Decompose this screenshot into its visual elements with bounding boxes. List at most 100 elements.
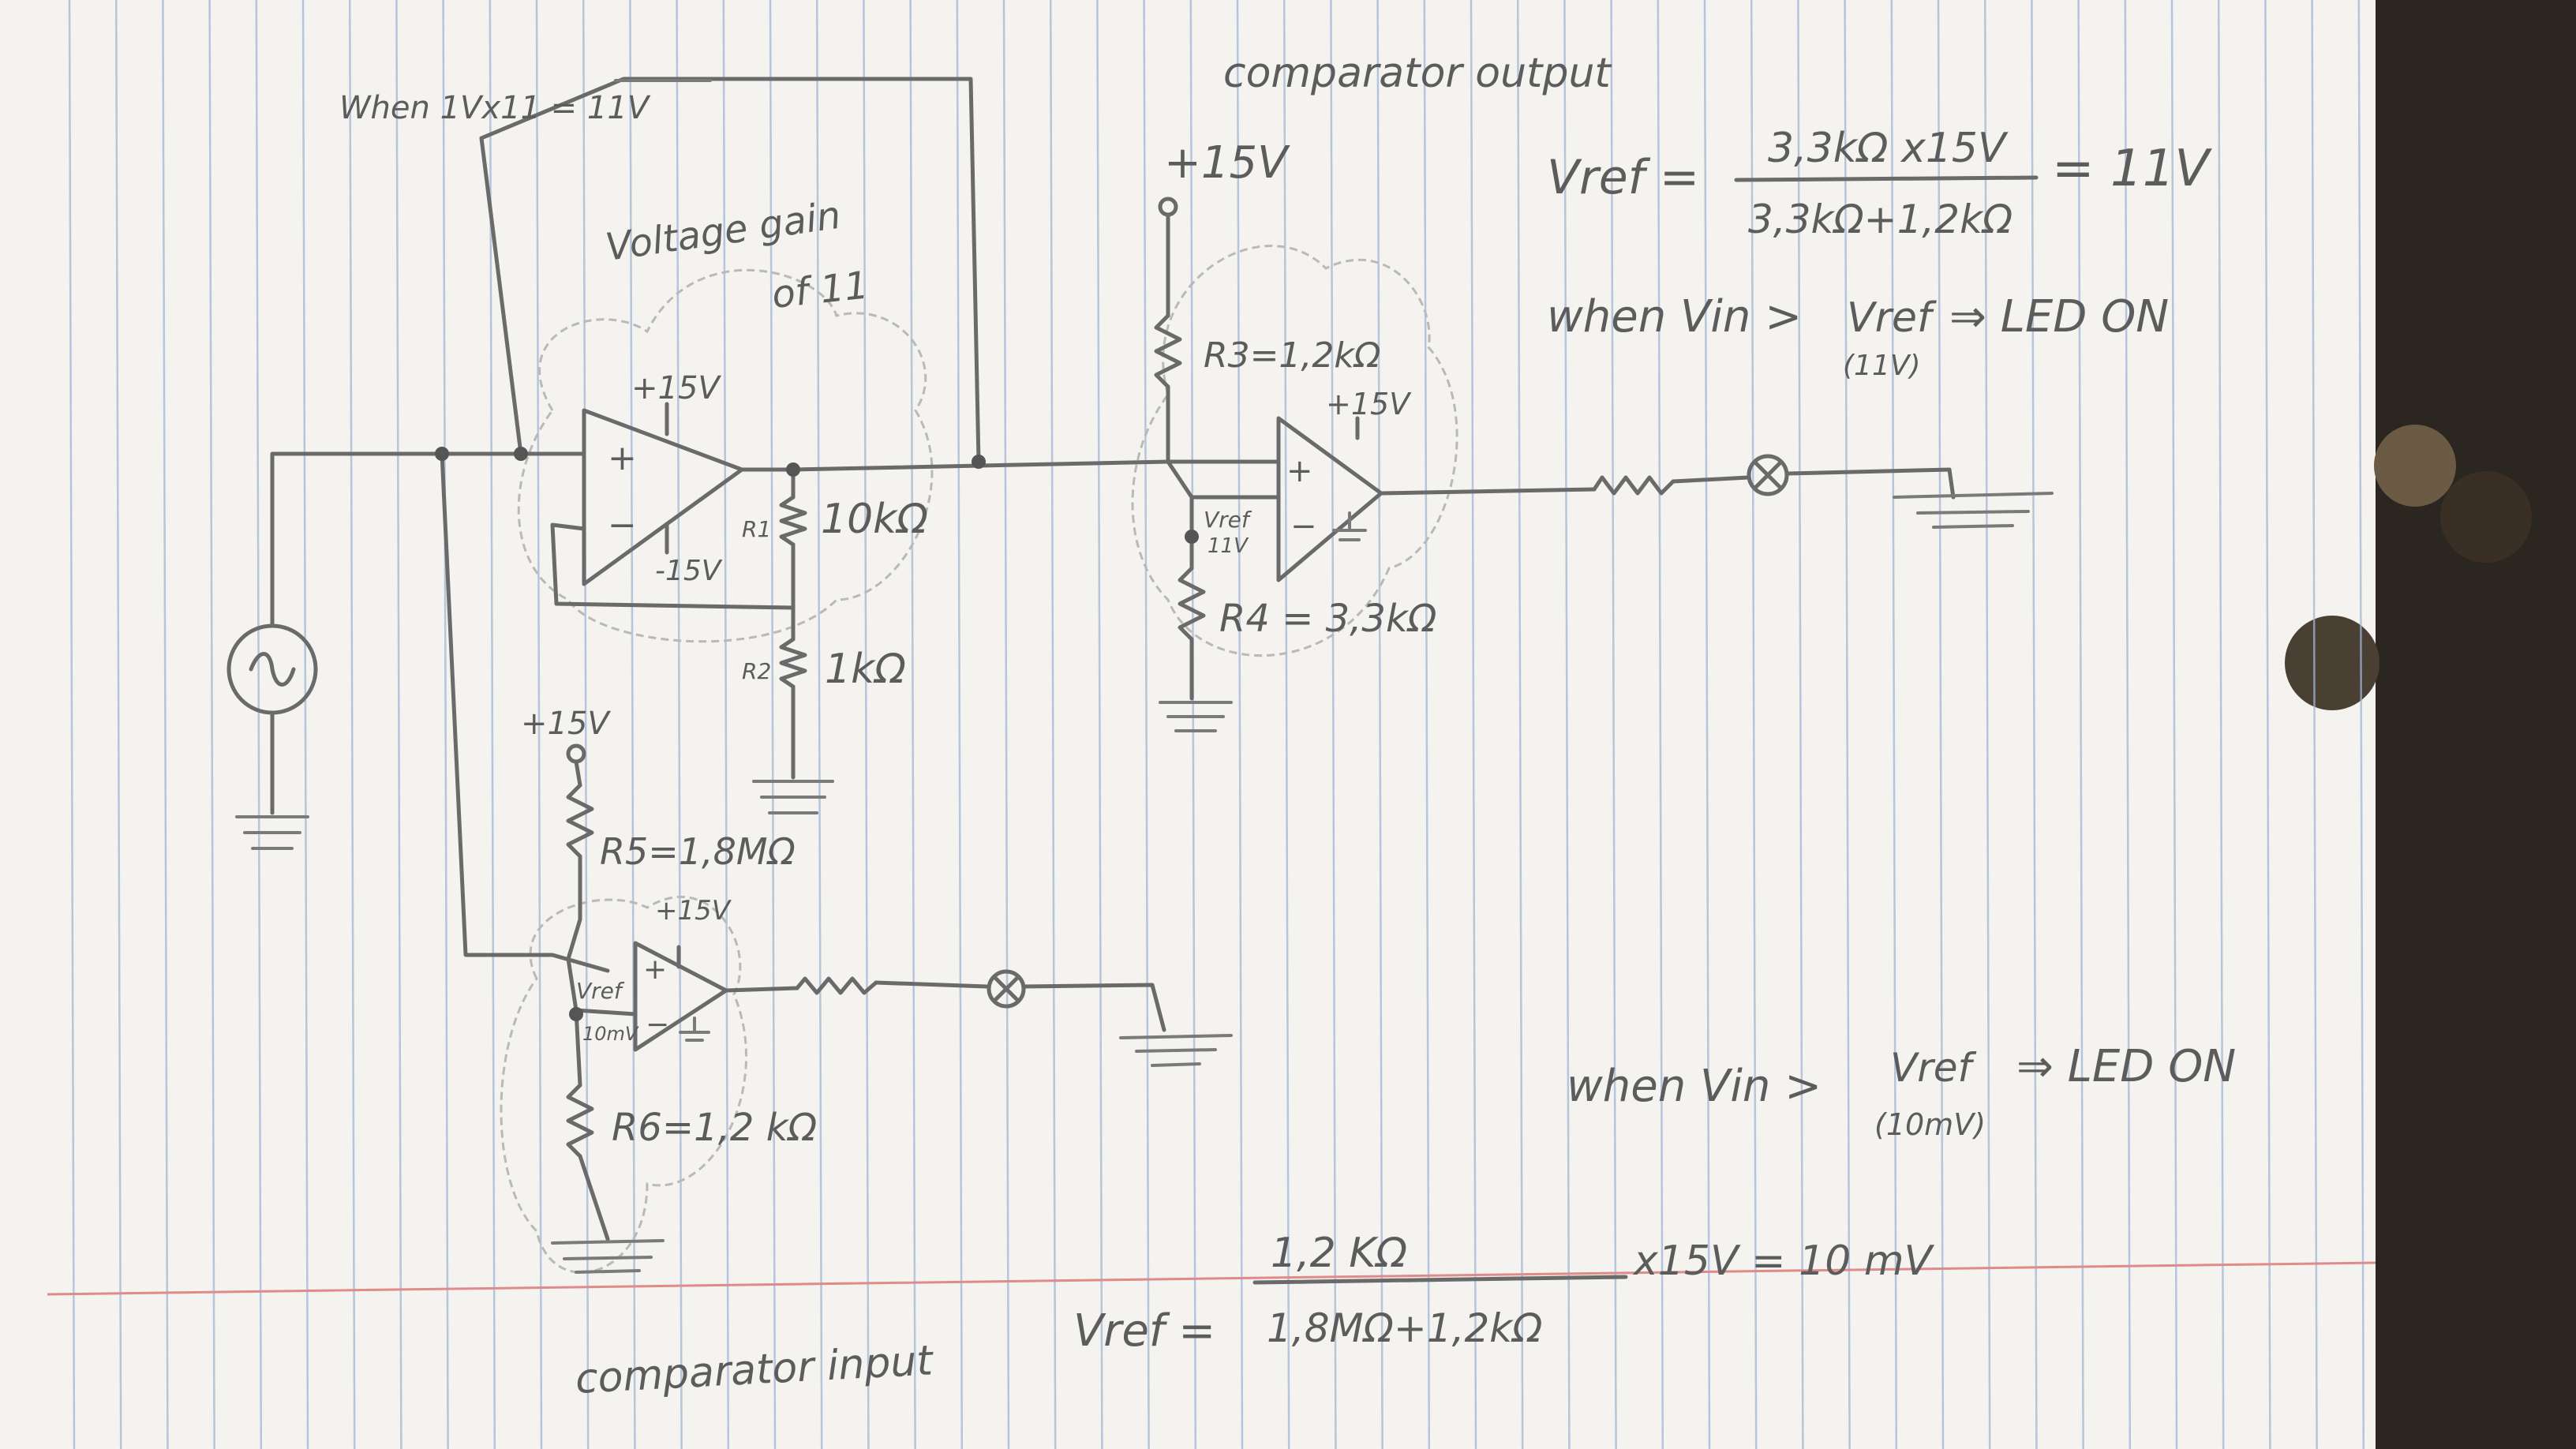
ruled-line — [676, 0, 683, 1449]
opamp2-vplus-label: +15V — [1326, 387, 1412, 421]
cond-out-suffix: ⇒ LED ON — [1949, 291, 2169, 343]
vref-in-numerator: 1,2 KΩ — [1271, 1230, 1407, 1277]
opamp1-minus-sign: − — [608, 505, 637, 545]
ruled-line — [1657, 0, 1664, 1449]
vref-out-numerator: 3,3kΩ x15V — [1768, 125, 2009, 172]
vref-in-denominator: 1,8MΩ+1,2kΩ — [1267, 1305, 1542, 1351]
opamp2-triangle — [1276, 416, 1383, 582]
vref-in-lhs: Vref = — [1073, 1305, 1215, 1357]
ruled-lines — [68, 0, 2365, 1449]
led-bottom-wire — [874, 980, 989, 989]
vref-out-denominator: 3,3kΩ+1,2kΩ — [1748, 197, 2012, 242]
ruled-line — [1797, 0, 1804, 1449]
ruled-line — [395, 0, 402, 1449]
cond-in-vref: Vref — [1890, 1045, 1977, 1091]
ruled-line — [1282, 0, 1290, 1449]
ruled-line — [114, 0, 122, 1449]
plus15-top-label: +15V — [1164, 137, 1290, 189]
ruled-line — [1703, 0, 1711, 1449]
ruled-line — [1189, 0, 1197, 1449]
vref-out-fraction-bar — [1734, 175, 2039, 182]
feedback-note: When 1Vx11 = 11V — [339, 90, 651, 126]
ruled-line — [1937, 0, 1945, 1449]
plus15-r5-label: +15V — [521, 706, 611, 742]
opamp3-vplus-label: +15V — [655, 895, 732, 927]
opamp3-minus-sign: − — [646, 1009, 669, 1041]
ground-r6 — [551, 1239, 665, 1274]
ruled-line — [582, 0, 590, 1449]
r2-tag: R2 — [742, 658, 771, 684]
ruled-line — [815, 0, 823, 1449]
r3-label: R3=1,2kΩ — [1204, 335, 1381, 376]
r2-resistor — [779, 637, 807, 689]
cond-in-suffix: ⇒ LED ON — [2016, 1041, 2236, 1092]
ruled-line — [208, 0, 215, 1449]
r5-label: R5=1,8MΩ — [600, 830, 796, 873]
led-resistor-bottom — [795, 976, 878, 995]
opamp3-plus-sign: + — [643, 953, 667, 986]
r4-label: R4 = 3,3kΩ — [1219, 597, 1437, 641]
opamp2-ground — [1332, 511, 1367, 541]
junction-input — [435, 447, 449, 461]
r6-ground-wire — [578, 1154, 610, 1241]
vref-mid-label: Vref — [1204, 507, 1252, 533]
r1-resistor — [779, 495, 807, 547]
opamp1-plus-sign: + — [608, 438, 637, 478]
led-top-wire — [1671, 475, 1750, 484]
ruled-line — [722, 0, 730, 1449]
cond-out-sub: (11V) — [1843, 350, 1921, 382]
ground-led-bottom — [1119, 1034, 1233, 1067]
ruled-line — [442, 0, 449, 1449]
junction-out — [972, 455, 986, 469]
margin-line — [47, 1261, 2376, 1296]
opamp1-vplus-label: +15V — [631, 370, 721, 406]
vref-low-label: Vref — [576, 978, 625, 1004]
cloud-comp-in — [500, 896, 747, 1274]
r6-resistor — [566, 1083, 594, 1159]
ac-source-symbol — [249, 652, 296, 687]
r5-resistor — [566, 783, 594, 859]
led-bottom — [987, 969, 1026, 1009]
vref-in-tail: x15V = 10 mV — [1632, 1237, 1934, 1285]
junction-r1 — [786, 462, 800, 477]
opamp2-plus-sign: + — [1286, 453, 1313, 489]
junction-feedback — [514, 447, 528, 461]
gain-line2: of 11 — [769, 263, 871, 317]
coin-2 — [2440, 471, 2532, 563]
ground-r4 — [1159, 701, 1233, 732]
ruled-line — [68, 0, 76, 1449]
ruled-line — [2217, 0, 2225, 1449]
ruled-line — [255, 0, 263, 1449]
cond-in-sub: (10mV) — [1874, 1107, 1986, 1142]
ruled-line — [1143, 0, 1150, 1449]
led-top-ground-wire — [1784, 467, 1956, 500]
ruled-line — [1890, 0, 1898, 1449]
r4-resistor — [1178, 566, 1206, 642]
vref-in-fraction-bar — [1252, 1275, 1628, 1285]
paper-sheet — [0, 0, 2376, 1449]
ruled-line — [1610, 0, 1617, 1449]
ruled-line — [1516, 0, 1524, 1449]
r3-resistor — [1154, 313, 1182, 389]
opamp2-minus-sign: − — [1290, 508, 1317, 545]
ruled-line — [863, 0, 870, 1449]
ground-r2 — [752, 780, 834, 814]
r6-top-wire — [574, 1008, 582, 1088]
coin-1 — [2374, 425, 2456, 507]
opamp2-output-wire — [1379, 487, 1597, 496]
ruled-line — [2077, 0, 2084, 1449]
junction-r4 — [1185, 530, 1199, 544]
comparator-output-title: comparator output — [1223, 50, 1612, 97]
ruled-line — [535, 0, 543, 1449]
ruled-line — [2264, 0, 2271, 1449]
ruled-line — [2124, 0, 2132, 1449]
ground-led-top — [1893, 492, 2054, 529]
ruled-line — [1049, 0, 1057, 1449]
ruled-line — [1470, 0, 1477, 1449]
ground-source — [235, 815, 309, 850]
r3-down-wire — [1166, 384, 1281, 500]
ruled-line — [769, 0, 777, 1449]
opamp1-vminus-label: -15V — [655, 555, 723, 587]
ruled-line — [2031, 0, 2038, 1449]
